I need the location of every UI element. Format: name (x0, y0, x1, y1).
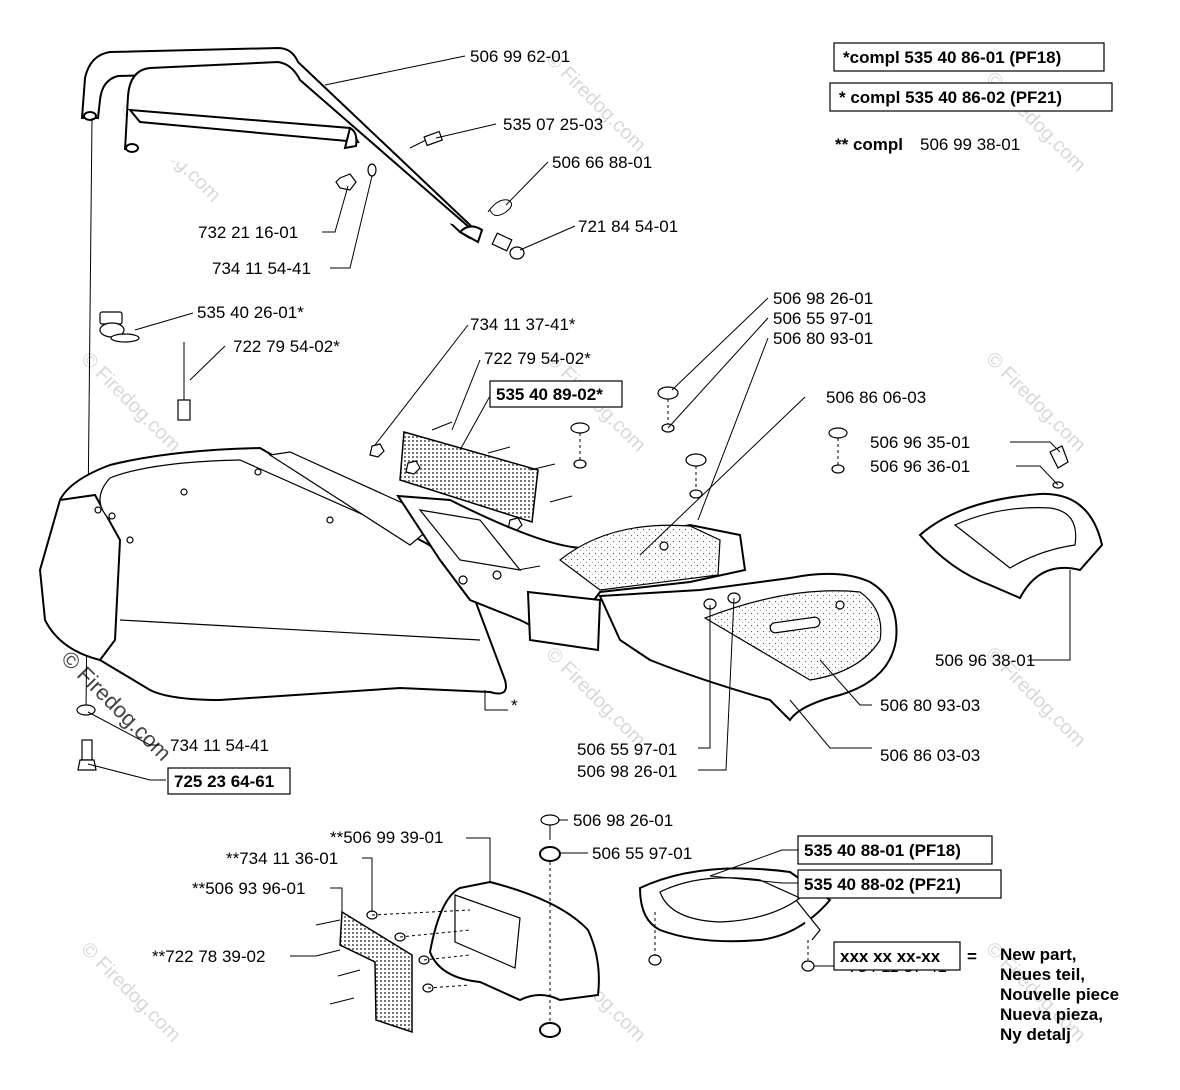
handle-end-left (83, 111, 97, 121)
label-bowl-pf21: 535 40 88-02 (PF21) (804, 875, 961, 894)
label-washer-left: 734 11 54-41 (170, 736, 269, 755)
label-clip: 506 66 88-01 (552, 153, 652, 172)
label-kit-pin: **722 78 39-02 (152, 947, 265, 966)
compl2-prefix: ** compl (835, 135, 903, 154)
label-bowl-pf18: 535 40 88-01 (PF18) (804, 841, 961, 860)
label-washer-handle: 734 11 54-41 (212, 259, 311, 278)
compl-pf21-text: * compl 535 40 86-02 (PF21) (839, 88, 1062, 107)
label-screw-right: 506 96 35-01 (870, 433, 970, 452)
wing-nut-part (99, 311, 140, 343)
label-star-note: * (511, 696, 518, 715)
label-screw-a: 506 98 26-01 (773, 289, 873, 308)
watermark: © Firedog.com (541, 643, 650, 752)
main-deck-cover (38, 446, 507, 702)
watermark: © Firedog.com (981, 348, 1090, 457)
front-cover-part (598, 572, 898, 722)
rear-cover-part (396, 494, 747, 652)
handle-bar-inner (124, 60, 471, 229)
label-cover-front2: 506 86 03-03 (880, 746, 980, 765)
label-cover-center: 506 80 93-01 (773, 329, 873, 348)
pin-left-part (177, 342, 191, 421)
right-cover-part (918, 492, 1104, 600)
label-bowl-pf18-box (797, 835, 993, 865)
legend-equals: = (967, 947, 977, 966)
bolt-left-part (76, 704, 97, 771)
compl-pf18-text: *compl 535 40 86-01 (PF18) (843, 48, 1061, 67)
label-screw-b: 506 98 26-01 (577, 762, 677, 781)
legend-code: xxx xx xx-xx (840, 947, 941, 966)
legend-line-5: Ny detalj (1000, 1025, 1071, 1044)
label-kit-nut: **734 11 36-01 (226, 849, 338, 868)
label-knob-handle: 721 84 54-01 (578, 217, 678, 236)
label-washer-right: 506 96 36-01 (870, 457, 970, 476)
knob-handle-part (491, 232, 525, 260)
compl-pf21-box (829, 82, 1113, 112)
label-pin-grille: 722 79 54-02* (484, 349, 591, 368)
bowl-part (638, 867, 832, 972)
part-labels: 506 99 62-01 535 07 25-03 506 66 88-01 7… (152, 47, 1035, 976)
label-grille-new: 535 40 89-02* (496, 385, 603, 404)
legend: xxx xx xx-xx = New part, Neues teil, Nou… (833, 941, 1119, 1044)
washer-handle-part (367, 163, 377, 177)
label-pin-left: 722 79 54-02* (233, 337, 340, 356)
legend-line-1: New part, (1000, 945, 1077, 964)
legend-line-4: Nueva pieza, (1000, 1005, 1103, 1024)
label-bolt-left-new: 725 23 64-61 (174, 772, 274, 791)
label-kit-cover: **506 99 39-01 (330, 828, 443, 847)
handle-bottom (458, 225, 484, 244)
center-bottom-fasteners (539, 814, 561, 1038)
handle-bar (80, 46, 475, 240)
label-screw-c: 506 98 26-01 (573, 811, 673, 830)
label-cover-right: 506 96 38-01 (935, 651, 1035, 670)
compl2-number: 506 99 38-01 (920, 135, 1020, 154)
handle-crossbar (127, 108, 360, 144)
label-wing-nut: 535 40 26-01* (197, 303, 304, 322)
label-nut-grille: 734 11 37-41* (470, 315, 576, 334)
label-kit-grille: **506 93 96-01 (192, 879, 305, 898)
label-nut-handle: 732 21 16-01 (198, 223, 298, 242)
label-bolt-left-new-box (167, 767, 291, 795)
kit-assembly (315, 880, 600, 1034)
label-handle: 506 99 62-01 (470, 47, 570, 66)
bolt-handle-part (409, 130, 443, 149)
upper-fasteners (517, 386, 1069, 610)
handle-assembly (80, 46, 525, 260)
label-grille-new-box (489, 380, 623, 408)
clip-part (487, 199, 512, 216)
legend-code-box (833, 941, 961, 971)
leader-lines (87, 55, 1071, 967)
label-cover-front: 506 80 93-03 (880, 696, 980, 715)
label-cover-rear: 506 86 06-03 (826, 388, 926, 407)
handle-bracket (343, 126, 358, 150)
legend-line-3: Nouvelle piece (1000, 985, 1119, 1004)
label-bolt-handle: 535 07 25-03 (503, 115, 603, 134)
grille-part (399, 431, 539, 523)
label-bowl-pf21-box (797, 869, 1002, 899)
header-compl: *compl 535 40 86-01 (PF18) * compl 535 4… (829, 42, 1113, 154)
label-washer-a: 506 55 97-01 (773, 309, 873, 328)
label-washer-b: 506 55 97-01 (577, 740, 677, 759)
nut-handle-part (335, 173, 357, 191)
watermark: © Firedog.com (76, 348, 185, 457)
label-washer-c: 506 55 97-01 (592, 844, 692, 863)
handle-end-right (125, 143, 139, 153)
compl-pf18-box (833, 42, 1105, 72)
legend-line-2: Neues teil, (1000, 965, 1085, 984)
